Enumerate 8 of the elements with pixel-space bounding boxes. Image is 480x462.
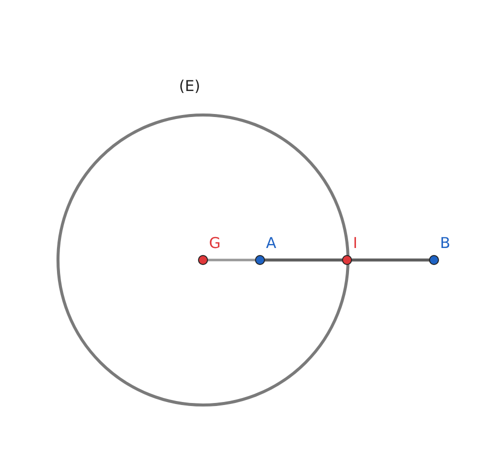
point-label: G — [209, 234, 221, 252]
line-segment — [352, 258, 430, 262]
point-label: A — [266, 234, 276, 252]
point-label: I — [353, 234, 358, 252]
point-label: B — [440, 234, 450, 252]
line-segment — [264, 258, 342, 262]
curve-label: (E) — [179, 77, 200, 95]
line-segment — [208, 258, 256, 262]
